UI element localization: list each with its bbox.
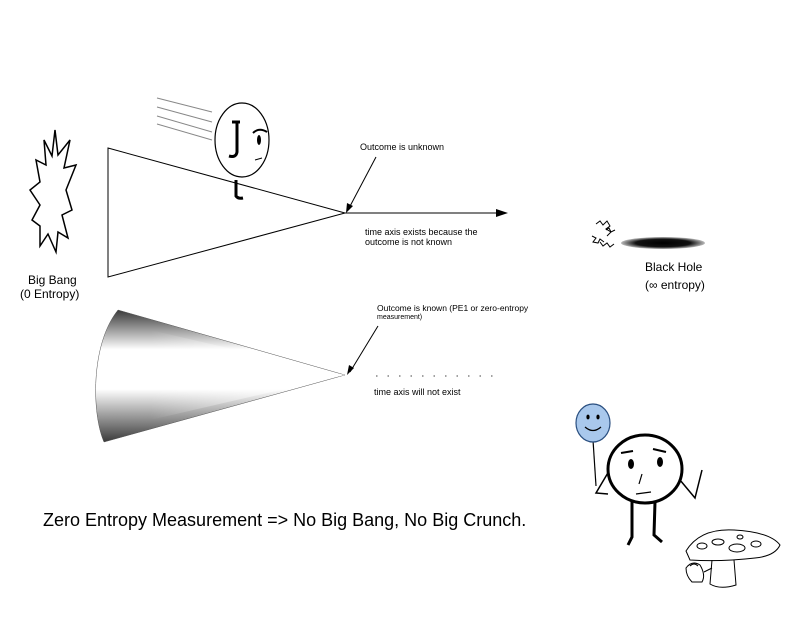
big-bang-label: Big Bang (0 Entropy) bbox=[20, 273, 79, 302]
outcome-known-label: Outcome is known (PE1 or zero-entropy me… bbox=[377, 303, 529, 322]
black-hole-label: Black Hole (∞ entropy) bbox=[645, 260, 705, 293]
outcome-known-line1: Outcome is known (PE1 or zero-entropy bbox=[377, 303, 529, 313]
black-hole-subtitle: (∞ entropy) bbox=[645, 277, 705, 292]
mushroom-icon bbox=[685, 529, 781, 588]
time-axis-arrowhead bbox=[496, 209, 508, 217]
caption: Zero Entropy Measurement => No Big Bang,… bbox=[43, 510, 527, 530]
pointer-known bbox=[349, 325, 379, 373]
starburst-icon bbox=[28, 129, 78, 255]
big-bang-subtitle: (0 Entropy) bbox=[20, 286, 80, 301]
bottom-cone-highlight bbox=[150, 330, 345, 420]
balloon-face-icon bbox=[575, 403, 611, 487]
time-axis-exists-label: time axis exists because the outcome is … bbox=[365, 227, 478, 248]
time-axis-exists-line1: time axis exists because the bbox=[365, 227, 478, 237]
outcome-known-line2: measurement) bbox=[377, 313, 423, 321]
stick-figure-icon bbox=[594, 433, 703, 546]
black-hole-title: Black Hole bbox=[645, 260, 703, 274]
outcome-unknown-label: Outcome is unknown bbox=[360, 142, 445, 152]
black-hole-icon bbox=[591, 220, 705, 249]
running-face-icon bbox=[156, 97, 270, 200]
pointer-known-head bbox=[347, 365, 354, 375]
pointer-unknown bbox=[347, 156, 377, 211]
big-bang-title: Big Bang bbox=[28, 273, 77, 287]
time-axis-not-exist-label: time axis will not exist bbox=[374, 387, 461, 397]
time-axis-exists-line2: outcome is not known bbox=[365, 237, 453, 248]
pointer-unknown-head bbox=[346, 203, 353, 213]
